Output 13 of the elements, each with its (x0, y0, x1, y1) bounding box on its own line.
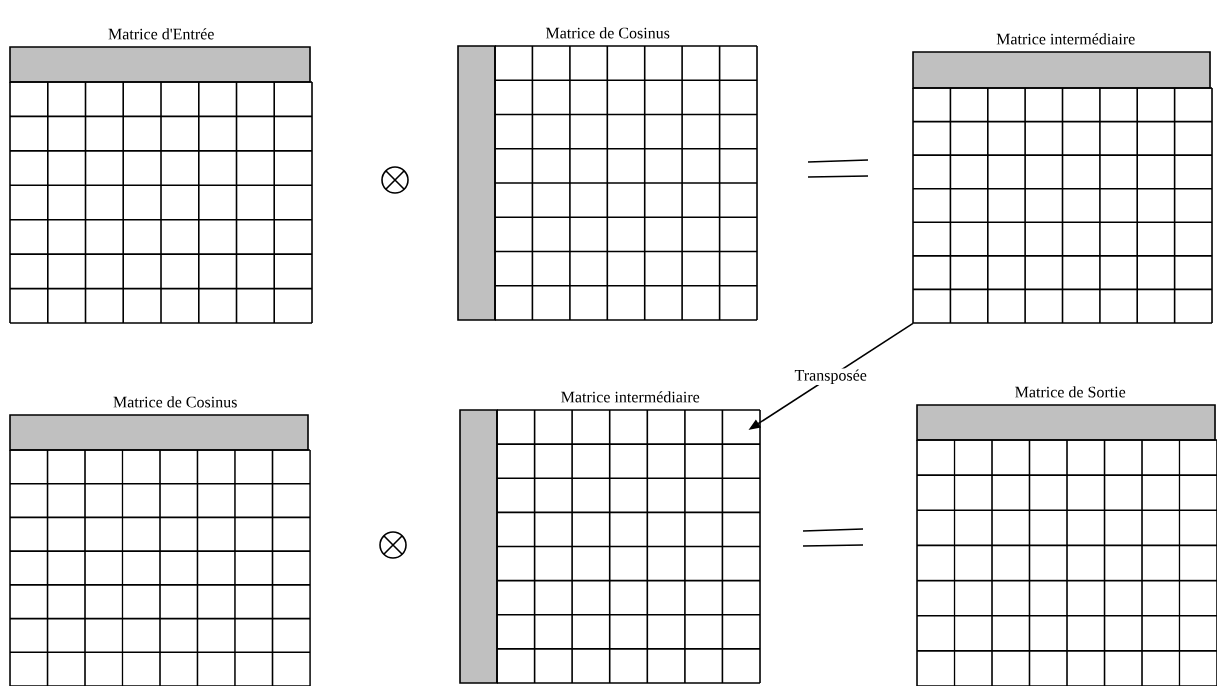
node-label: Matrice de Sortie (1015, 386, 1126, 398)
node-label: Matrice d'Entrée (108, 28, 214, 40)
edge-label: Transposée (794, 369, 867, 384)
labeled-matrix: Matrice intermédiaire (912, 33, 1213, 324)
labeled-matrix: Matrice intermédiaire (459, 391, 761, 684)
node-label: Matrice intermédiaire (996, 33, 1135, 45)
labeled-matrix: Matrice de Cosinus (457, 27, 758, 321)
labeled-matrix: Matrice d'Entrée (9, 28, 313, 324)
node-label: Matrice de Cosinus (113, 396, 237, 408)
labeled-matrix: Matrice de Cosinus (9, 396, 311, 686)
node-label: Matrice de Cosinus (545, 27, 670, 39)
node-label: Matrice intermédiaire (561, 391, 700, 403)
labeled-matrix: Matrice de Sortie (916, 386, 1217, 686)
